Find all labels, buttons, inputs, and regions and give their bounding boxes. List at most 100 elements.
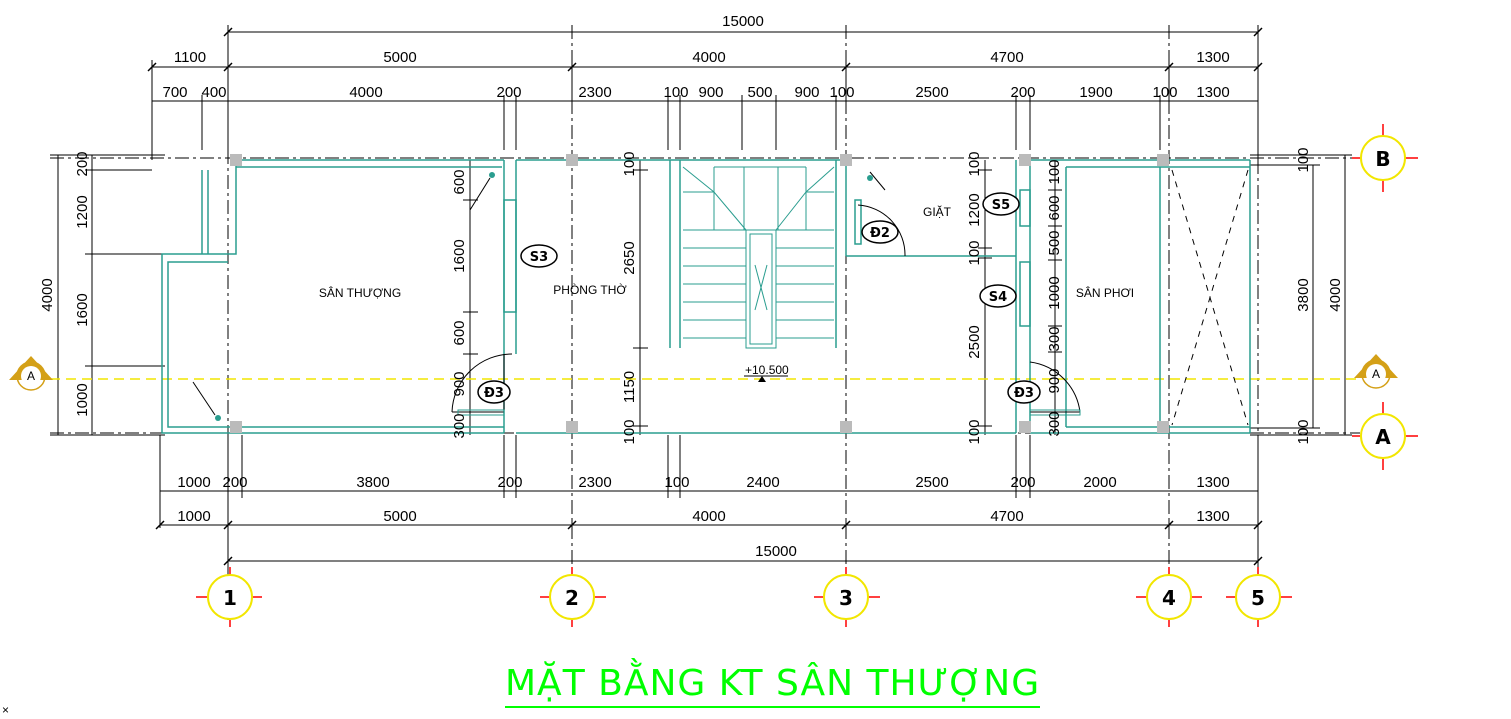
tag-d2: Đ2 <box>870 226 890 241</box>
dims-bottom-row2: 1000 5000 4000 4700 1300 <box>177 508 1229 525</box>
grid-bubble-4: 4 <box>1162 586 1176 610</box>
dim-label: 2400 <box>746 474 779 491</box>
dim-label: 400 <box>201 84 226 101</box>
dim-label: 600 <box>451 320 468 345</box>
dim-label: 900 <box>794 84 819 101</box>
dim-label: 100 <box>664 474 689 491</box>
row-bubble-b: B <box>1375 147 1390 171</box>
grid-bubble-3: 3 <box>839 586 853 610</box>
dim-label: 1300 <box>1196 474 1229 491</box>
level-text: +10.500 <box>745 363 789 377</box>
dims-interior-c: 100 1200 100 2500 100 <box>966 151 983 444</box>
section-mark-right: A <box>1372 367 1380 381</box>
dims-top-row2: 700 400 4000 200 2300 100 900 500 900 10… <box>162 84 1229 101</box>
dim-label: 200 <box>1010 84 1035 101</box>
dim-label: 100 <box>829 84 854 101</box>
dim-label: 3800 <box>1295 278 1312 311</box>
dims-interior-d: 100 600 500 1000 300 900 300 <box>1046 159 1063 436</box>
staircase <box>682 166 835 349</box>
dim-label: 100 <box>621 151 638 176</box>
dim-label: 1150 <box>621 371 638 403</box>
dim-top-total: 15000 <box>722 13 764 30</box>
row-bubbles: B A <box>1352 124 1418 470</box>
dim-label: 700 <box>162 84 187 101</box>
dim-label: 4000 <box>1327 278 1344 311</box>
walls <box>161 159 1251 434</box>
dim-label: 4000 <box>692 49 725 66</box>
tag-d3: Đ3 <box>484 386 504 401</box>
dim-label: 3800 <box>356 474 389 491</box>
dim-label: 4000 <box>39 278 56 311</box>
section-mark-left: A <box>27 369 35 383</box>
dim-label: 1300 <box>1196 49 1229 66</box>
dim-label: 100 <box>1295 419 1312 444</box>
drain-arrows <box>192 171 886 416</box>
dim-label: 200 <box>1010 474 1035 491</box>
room-label-san-phoi: SÂN PHƠI <box>1076 285 1134 300</box>
tag-s4: S4 <box>989 290 1007 305</box>
room-label-phong-tho: PHÒNG THỜ <box>553 282 627 297</box>
dim-label: 2000 <box>1083 474 1116 491</box>
dim-label: 900 <box>698 84 723 101</box>
dim-label: 5000 <box>383 49 416 66</box>
dim-label: 500 <box>1046 230 1063 255</box>
tag-d3: Đ3 <box>1014 386 1034 401</box>
dim-label: 100 <box>1046 159 1063 184</box>
dim-label: 100 <box>966 419 983 444</box>
dim-label: 100 <box>966 151 983 176</box>
dim-label: 1300 <box>1196 508 1229 525</box>
dim-label: 1600 <box>451 239 468 272</box>
dim-label: 300 <box>1046 326 1063 351</box>
row-bubble-a: A <box>1375 425 1391 449</box>
dim-label: 600 <box>451 169 468 194</box>
dim-label: 1100 <box>174 49 206 66</box>
dim-label: 2650 <box>621 241 638 274</box>
dim-label: 300 <box>451 413 468 438</box>
dim-label: 4000 <box>692 508 725 525</box>
dim-label: 4000 <box>349 84 382 101</box>
level-marker: +10.500 <box>744 363 789 382</box>
dim-label: 900 <box>1046 368 1063 393</box>
dim-label: 100 <box>1295 147 1312 172</box>
dim-label: 1600 <box>74 293 91 326</box>
dim-label: 300 <box>1046 411 1063 436</box>
dim-label: 100 <box>621 419 638 444</box>
dim-label: 100 <box>966 240 983 265</box>
dim-label: 2300 <box>578 84 611 101</box>
dim-label: 2500 <box>966 325 983 358</box>
dim-label: 2500 <box>915 474 948 491</box>
dim-label: 4700 <box>990 508 1023 525</box>
dim-label: 1300 <box>1196 84 1229 101</box>
dim-label: 200 <box>497 474 522 491</box>
dimension-lines <box>50 25 1352 620</box>
grid-axis-lines <box>50 25 1360 575</box>
dim-label: 500 <box>747 84 772 101</box>
grid-bubbles: 1 2 3 4 5 <box>196 567 1292 627</box>
dim-label: 1200 <box>74 195 91 228</box>
grid-bubble-1: 1 <box>223 586 237 610</box>
tag-s5: S5 <box>992 198 1010 213</box>
dim-label: 200 <box>222 474 247 491</box>
dim-label: 1200 <box>966 193 983 226</box>
dim-label: 1000 <box>177 508 210 525</box>
dim-label: 2500 <box>915 84 948 101</box>
section-marks: A A <box>9 354 1398 391</box>
dim-label: 4700 <box>990 49 1023 66</box>
dim-label: 1000 <box>1046 276 1063 309</box>
grid-bubble-2: 2 <box>565 586 579 610</box>
dim-label: 200 <box>74 151 91 176</box>
dim-label: 1000 <box>177 474 210 491</box>
dim-label: 2300 <box>578 474 611 491</box>
tag-s3: S3 <box>530 250 548 265</box>
dim-label: 900 <box>451 371 468 396</box>
grid-bubble-5: 5 <box>1251 586 1265 610</box>
dim-label: 1900 <box>1079 84 1112 101</box>
void-opening <box>1171 169 1249 426</box>
dims-interior-a: 600 1600 600 900 300 <box>451 169 468 438</box>
columns <box>230 154 1169 433</box>
dim-label: 100 <box>1152 84 1177 101</box>
dim-label: 600 <box>1046 195 1063 220</box>
dim-label: 5000 <box>383 508 416 525</box>
dim-label: 100 <box>663 84 688 101</box>
